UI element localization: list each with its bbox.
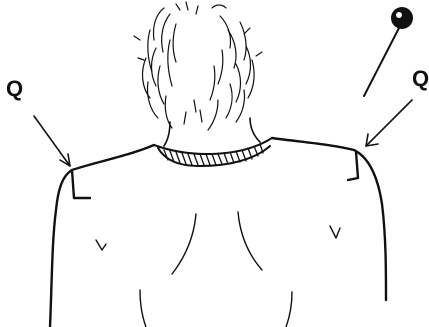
- collar: [154, 138, 272, 166]
- label-right-q: Q: [412, 66, 429, 91]
- torso-outline: [50, 138, 386, 327]
- pin-icon: [364, 7, 413, 96]
- right-pointer-arrow: [366, 100, 412, 146]
- head-hair: [134, 2, 262, 130]
- neck: [164, 118, 260, 146]
- left-pointer-arrow: [34, 116, 70, 166]
- back-contours: [96, 212, 340, 327]
- label-left-q: Q: [6, 76, 23, 101]
